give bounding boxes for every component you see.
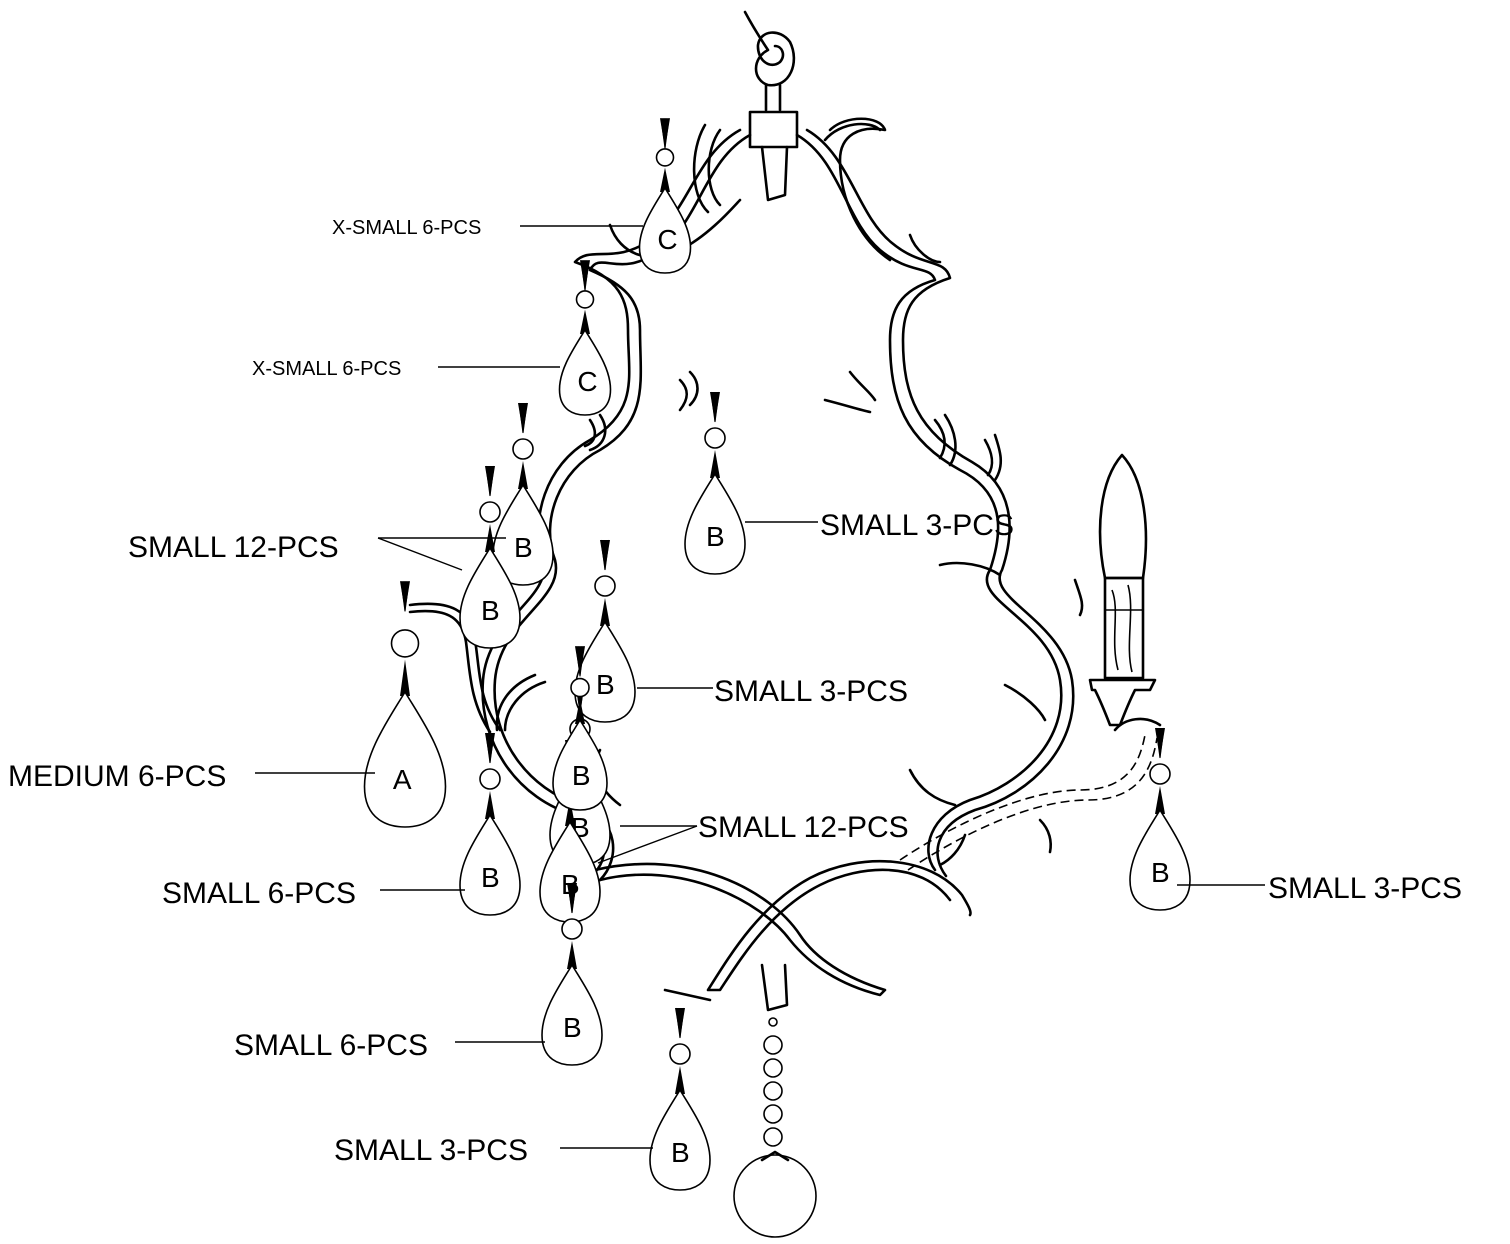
label-small12-left: SMALL 12-PCS [128,531,339,564]
crystal-letter: C [577,366,597,397]
crystal-letter: B [514,532,533,563]
pendant-ball [733,1154,817,1238]
labels: X-SMALL 6-PCS X-SMALL 6-PCS SMALL 12-PCS… [8,217,1462,1167]
top-collar [748,110,799,202]
crystal-6: B [574,539,636,723]
crystal-drop [492,483,554,586]
crystal-drop [649,1088,711,1191]
crystal-4: B [492,402,554,586]
bead [669,1043,691,1065]
crystal-2: C [558,260,612,416]
crystal-drop [459,813,521,916]
label-xsmall-top: X-SMALL 6-PCS [332,217,481,239]
pin-cap [660,167,670,192]
pin-cap [485,791,495,819]
pin-cap [710,450,720,478]
crystal-drop [558,328,612,416]
crystal-letter: B [706,521,725,552]
candle-arm [899,453,1162,871]
crystal-letter: B [563,1012,582,1043]
pin-cap [567,941,577,969]
crystal-letter: C [657,224,677,255]
bead [575,290,595,309]
pin-cap [600,598,610,626]
label-small12-center: SMALL 12-PCS [698,811,909,844]
crystal-8: B [459,732,521,916]
label-small3-top: SMALL 3-PCS [820,509,1014,542]
crystal-drop [638,186,692,274]
crystal-3: B [684,391,746,575]
bead [594,575,616,597]
pin-cap [565,798,575,826]
crystal-11: B [1129,727,1191,911]
pin-cap [400,659,410,696]
crystal-letter: B [481,862,500,893]
bead [512,438,534,460]
pin-cap [580,309,590,334]
crystal-letter: B [481,595,500,626]
crystal-letter: A [393,764,412,795]
bead [561,918,583,940]
crystal-14: B [552,646,608,811]
crystal-letter: B [572,760,591,791]
label-small3-center: SMALL 3-PCS [714,675,908,708]
bead [655,148,675,167]
crystal-letter: B [596,669,615,700]
bead [704,427,726,449]
crystal-12: B [541,882,603,1066]
label-xsmall-mid: X-SMALL 6-PCS [252,358,401,380]
crystal-7: A [363,581,447,828]
crystal-1: C [638,118,692,274]
hanging-hook [743,10,796,112]
bead [479,768,501,790]
crystal-drop [363,690,447,828]
crystal-drop [459,546,521,649]
crystal-letter: B [1151,857,1170,888]
bead [1149,763,1171,785]
crystal-5: B [459,465,521,649]
bead [390,629,420,658]
crystal-drop [1129,808,1191,911]
bead [479,501,501,523]
label-medium6: MEDIUM 6-PCS [8,760,226,793]
leader-lines [255,225,1265,1149]
crystal-drop [684,472,746,575]
pin-cap [518,461,528,489]
crystal-drop [541,963,603,1066]
crystal-letter: B [671,1137,690,1168]
label-small6-bottom: SMALL 6-PCS [234,1029,428,1062]
label-small3-bottom: SMALL 3-PCS [334,1134,528,1167]
pin-cap [575,698,585,724]
label-small6-left: SMALL 6-PCS [162,877,356,910]
pin-cap [1155,786,1165,814]
pin-cap [675,1066,685,1094]
crystal-13: B [649,1007,711,1191]
crystal-drop [552,718,608,811]
crystal-group: CCBBBBABBBBBBB [363,118,1191,1191]
label-small3-right: SMALL 3-PCS [1268,872,1462,905]
frame-arms [408,117,1084,1012]
bead [570,677,590,698]
pendant-chain [733,1017,817,1238]
